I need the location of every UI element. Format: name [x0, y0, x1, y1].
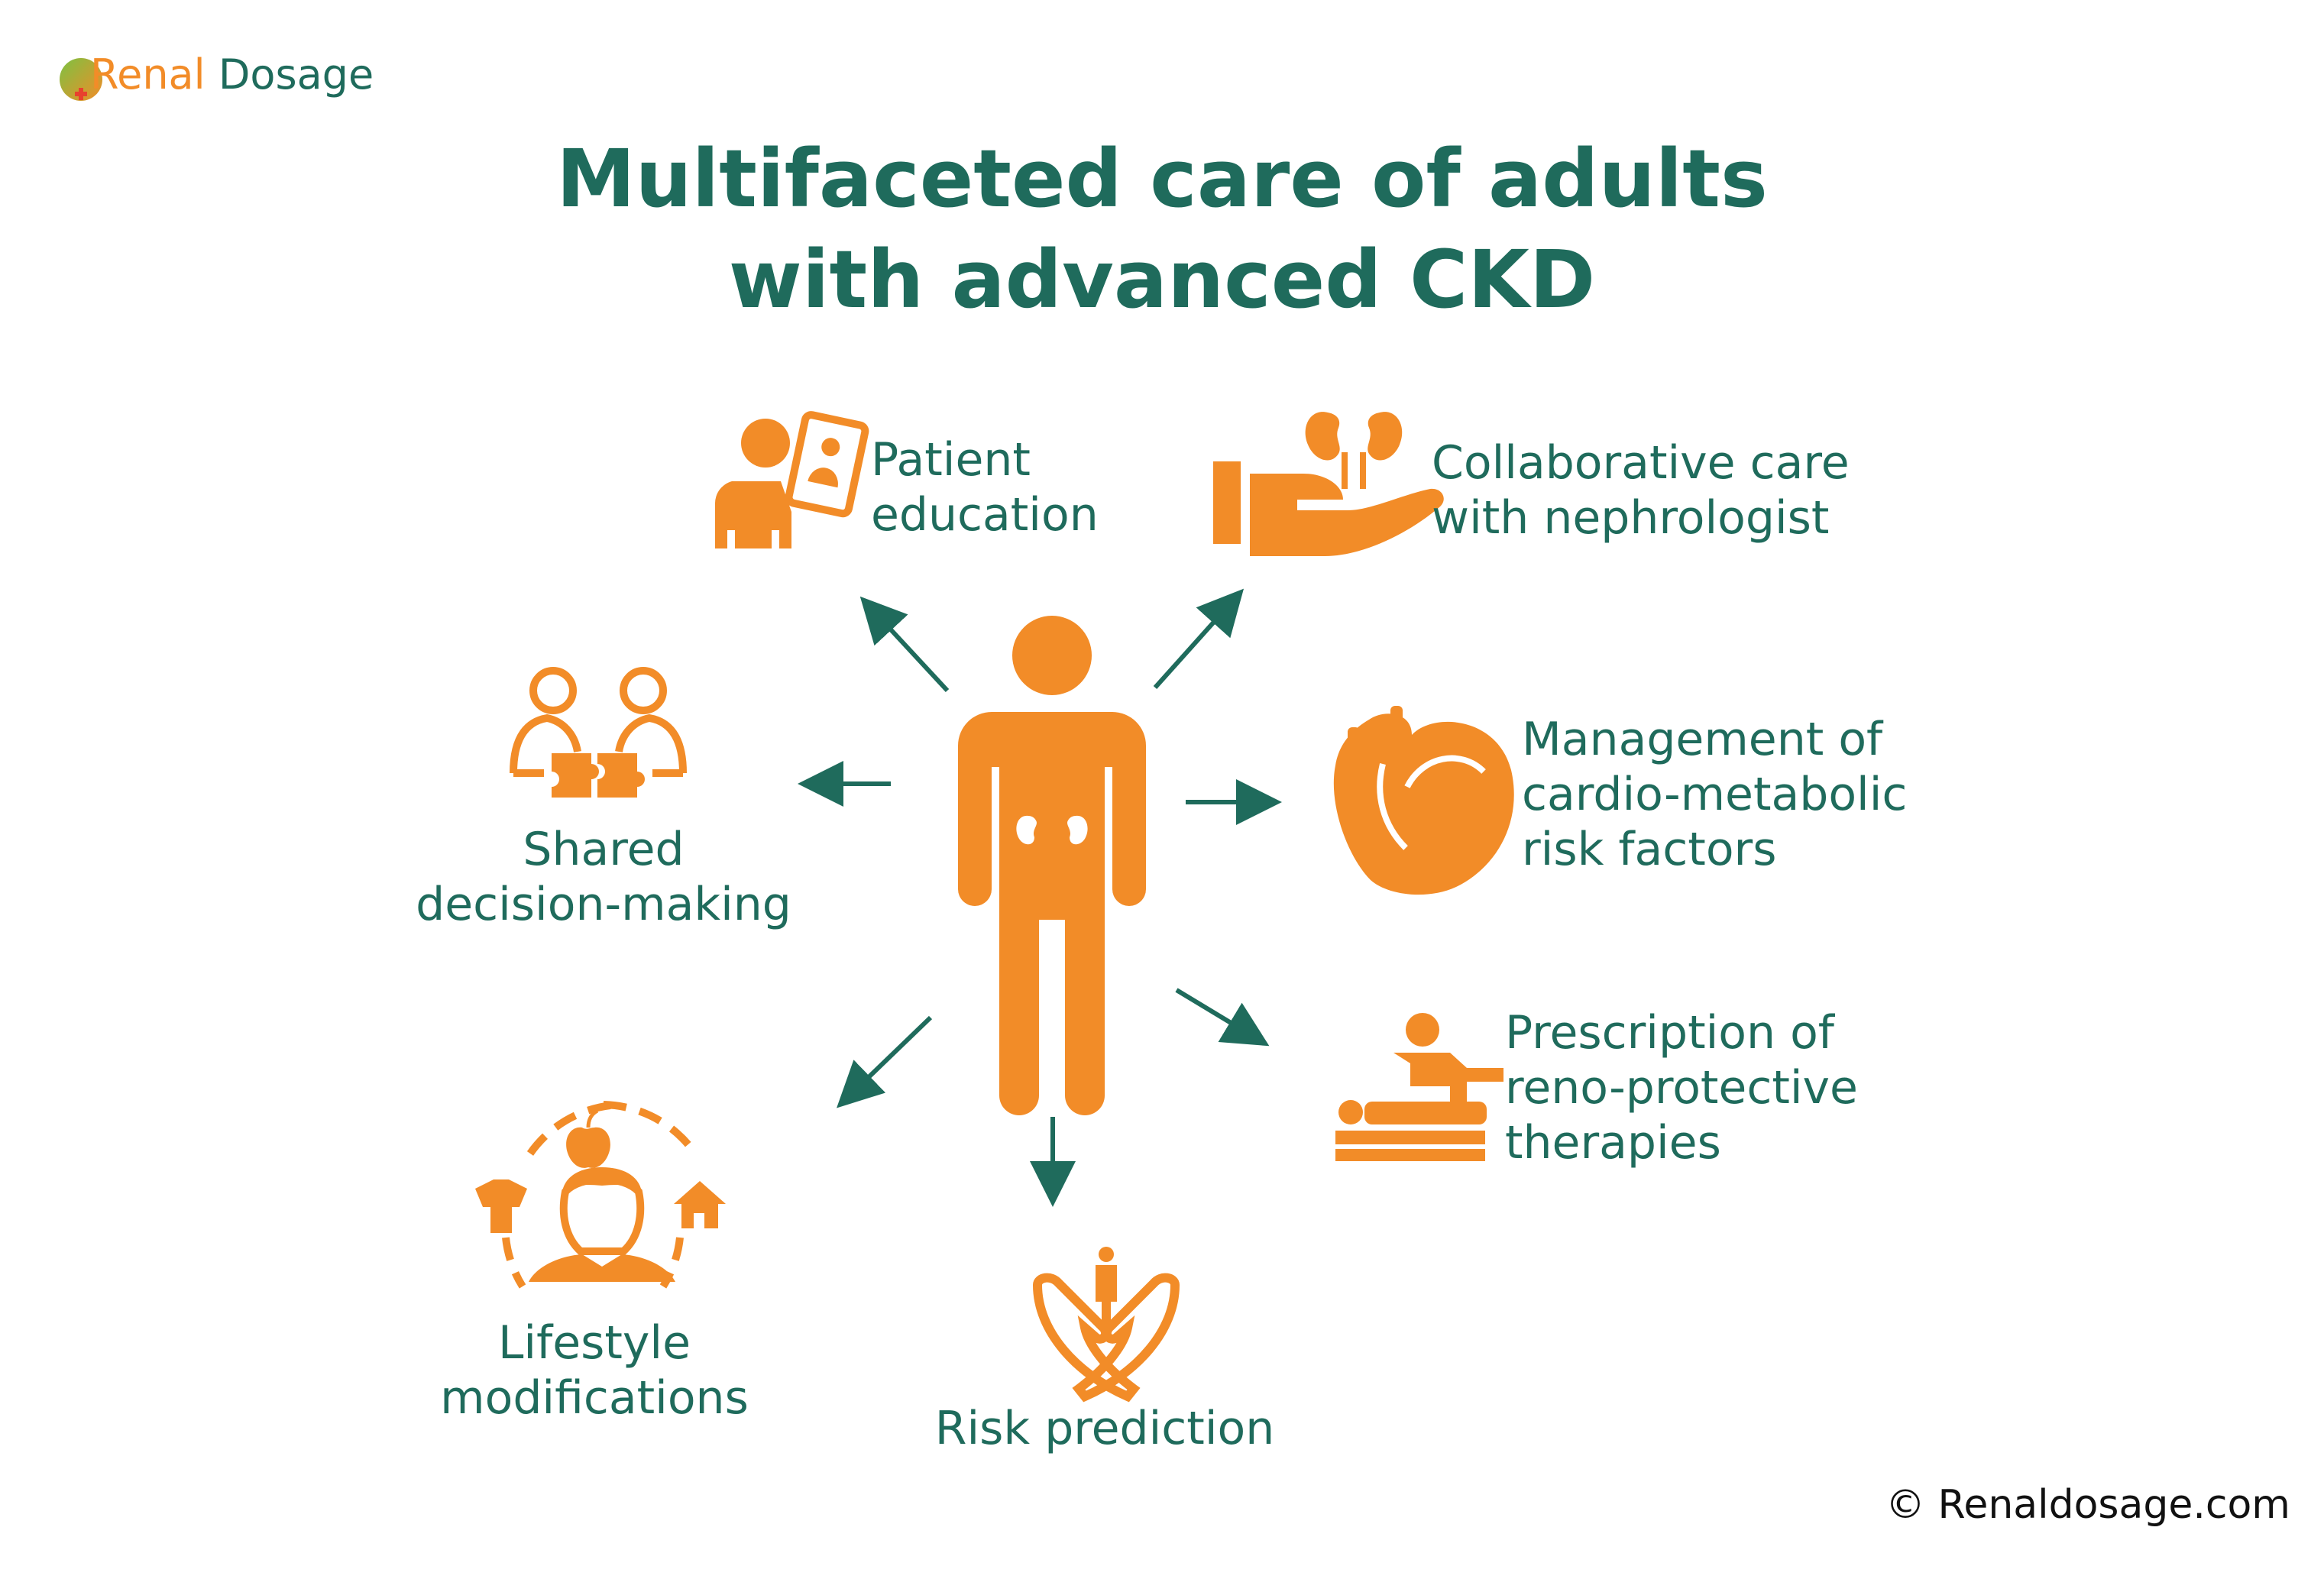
label-cardio-metabolic: Management of cardio-metabolic risk fact… [1522, 712, 1907, 877]
lifestyle-icon [475, 1101, 726, 1289]
logo-letter: R [90, 50, 118, 99]
label-line: decision-making [416, 878, 791, 931]
label-line: risk factors [1522, 823, 1777, 876]
arrow-reno-protective [1175, 988, 1270, 1047]
heart-icon [1333, 706, 1514, 895]
label-line: cardio-metabolic [1522, 768, 1908, 821]
page-title: Multifaceted care of adults with advance… [0, 128, 2324, 330]
doctor-tablet-icon [714, 411, 869, 548]
label-line: education [871, 488, 1099, 542]
arrow-lifestyle [837, 1015, 933, 1108]
brand-name: Renal Dosage [90, 50, 374, 99]
label-risk-prediction: Risk prediction [914, 1401, 1296, 1456]
arrow-patient-education [859, 596, 950, 693]
label-line: modifications [440, 1371, 749, 1425]
label-line: Patient [871, 433, 1031, 487]
title-line-2: with advanced CKD [728, 233, 1596, 326]
kidneys-in-hand-icon [1213, 412, 1444, 556]
label-line: Lifestyle [497, 1316, 691, 1370]
label-line: Risk prediction [934, 1402, 1275, 1455]
label-line: Prescription of [1505, 1006, 1834, 1060]
label-line: Shared [523, 823, 685, 876]
label-lifestyle: Lifestyle modifications [403, 1315, 785, 1425]
logo-dosage: Dosage [218, 50, 374, 99]
label-line: therapies [1505, 1116, 1721, 1170]
arrows [798, 588, 1282, 1207]
patient-bed-icon [1335, 1013, 1503, 1161]
label-line: Collaborative care [1432, 436, 1850, 490]
human-kidneys-icon [958, 616, 1146, 1115]
label-line: Management of [1522, 713, 1883, 766]
label-collaborative-care: Collaborative care with nephrologist [1432, 435, 1850, 545]
logo-mark-icon [60, 58, 102, 101]
arrow-collaborative-care [1153, 588, 1245, 690]
person-in-hands-icon [1032, 1247, 1180, 1403]
puzzle-people-icon [510, 667, 687, 798]
label-line: with nephrologist [1432, 491, 1830, 545]
copyright-notice: © Renaldosage.com [1885, 1482, 2290, 1528]
label-line: reno-protective [1505, 1061, 1858, 1115]
label-shared-decision: Shared decision-making [397, 822, 810, 932]
label-patient-education: Patient education [871, 432, 1099, 542]
title-line-1: Multifaceted care of adults [556, 132, 1768, 225]
logo-renal: enal [117, 50, 206, 99]
label-reno-protective: Prescription of reno-protective therapie… [1505, 1005, 1858, 1170]
